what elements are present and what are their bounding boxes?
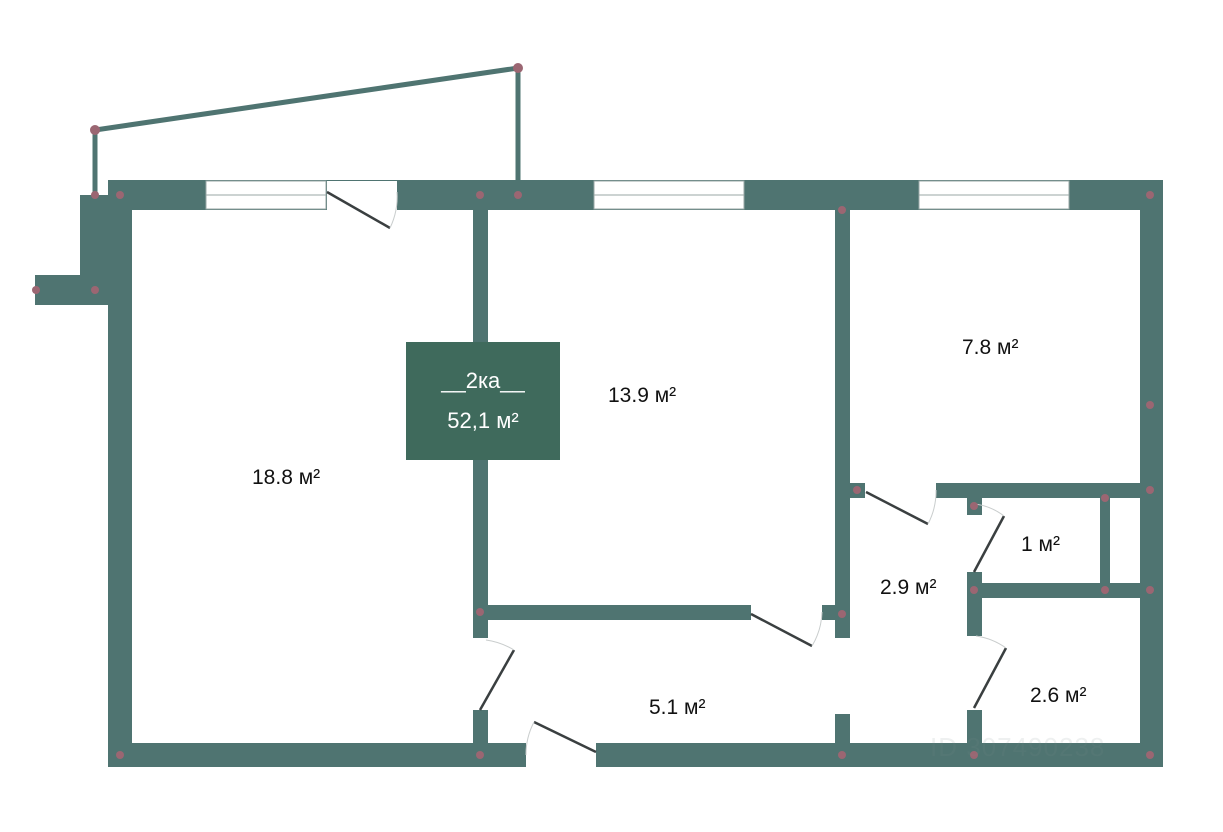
total-area: 52,1 м²: [447, 408, 519, 433]
wall-node: [513, 63, 523, 73]
toilet-area: 1 м²: [1021, 533, 1060, 556]
bathroom-door-leaf: [972, 647, 1008, 709]
wall-node: [1101, 494, 1109, 502]
wall-node: [1146, 486, 1154, 494]
wall-corridor-toilet-lower: [967, 572, 982, 636]
bathroom-door-swing: [975, 635, 1007, 649]
wall-hall-stub: [835, 714, 850, 767]
wall-node: [838, 206, 846, 214]
wall-node: [476, 191, 484, 199]
wall-bottom: [108, 743, 1163, 767]
balcony-door-leaf: [326, 190, 391, 230]
listing-id-watermark: ID 307490238: [930, 732, 1106, 762]
wall-node: [1146, 751, 1154, 759]
wall-node: [32, 286, 40, 294]
wall-node: [91, 286, 99, 294]
wall-node: [476, 608, 484, 616]
front-door-swing: [525, 721, 535, 756]
wall-node: [91, 191, 99, 199]
apartment-summary-badge: __2ка__ 52,1 м²: [406, 342, 560, 460]
living-door-swing: [485, 639, 515, 651]
hall-area: 5.1 м²: [649, 696, 706, 719]
wall-left: [108, 180, 132, 767]
front-door-leaf: [533, 720, 597, 754]
wall-bedroom-small: [835, 180, 850, 638]
wall-left-stub: [35, 275, 82, 305]
bathroom-area: 2.6 м²: [1030, 684, 1087, 707]
wall-node: [90, 125, 100, 135]
wall-node: [970, 502, 978, 510]
bedroom-area: 13.9 м²: [608, 384, 677, 407]
wall-node: [1146, 401, 1154, 409]
corridor-area: 2.9 м²: [880, 576, 937, 599]
wall-node: [116, 191, 124, 199]
wall-living-bedroom-lower: [473, 460, 488, 638]
balcony-outline: [92, 65, 521, 192]
apartment-type: __2ка__: [441, 368, 525, 393]
wall-toilet-inner: [1100, 498, 1110, 586]
wall-node: [514, 191, 522, 199]
wall-node: [970, 586, 978, 594]
balcony-door-swing: [389, 191, 398, 229]
wall-bedroom-bottom: [473, 605, 751, 620]
wall-node: [1146, 191, 1154, 199]
toilet-door-leaf: [972, 515, 1006, 573]
wall-node: [853, 486, 861, 494]
wall-node: [838, 610, 846, 618]
small-room-area: 7.8 м²: [962, 336, 1019, 359]
wall-toilet-bottom: [967, 583, 1163, 598]
wall-node: [838, 751, 846, 759]
wall-node: [970, 751, 978, 759]
small-room-door-leaf: [865, 490, 929, 526]
bedroom-door-swing: [811, 611, 823, 647]
wall-nodes: [32, 63, 1154, 759]
wall-corridor-toilet: [967, 483, 982, 515]
wall-right: [1140, 180, 1163, 767]
living-door-leaf: [478, 649, 516, 711]
wall-node: [1101, 586, 1109, 594]
living-room-area: 18.8 м²: [252, 466, 321, 489]
small-room-door-swing: [927, 489, 937, 525]
wall-living-bedroom: [473, 180, 488, 342]
bedroom-door-leaf: [750, 612, 813, 648]
balcony-door-gap: [327, 181, 397, 210]
wall-node: [1146, 586, 1154, 594]
wall-node: [116, 751, 124, 759]
wall-node: [476, 751, 484, 759]
